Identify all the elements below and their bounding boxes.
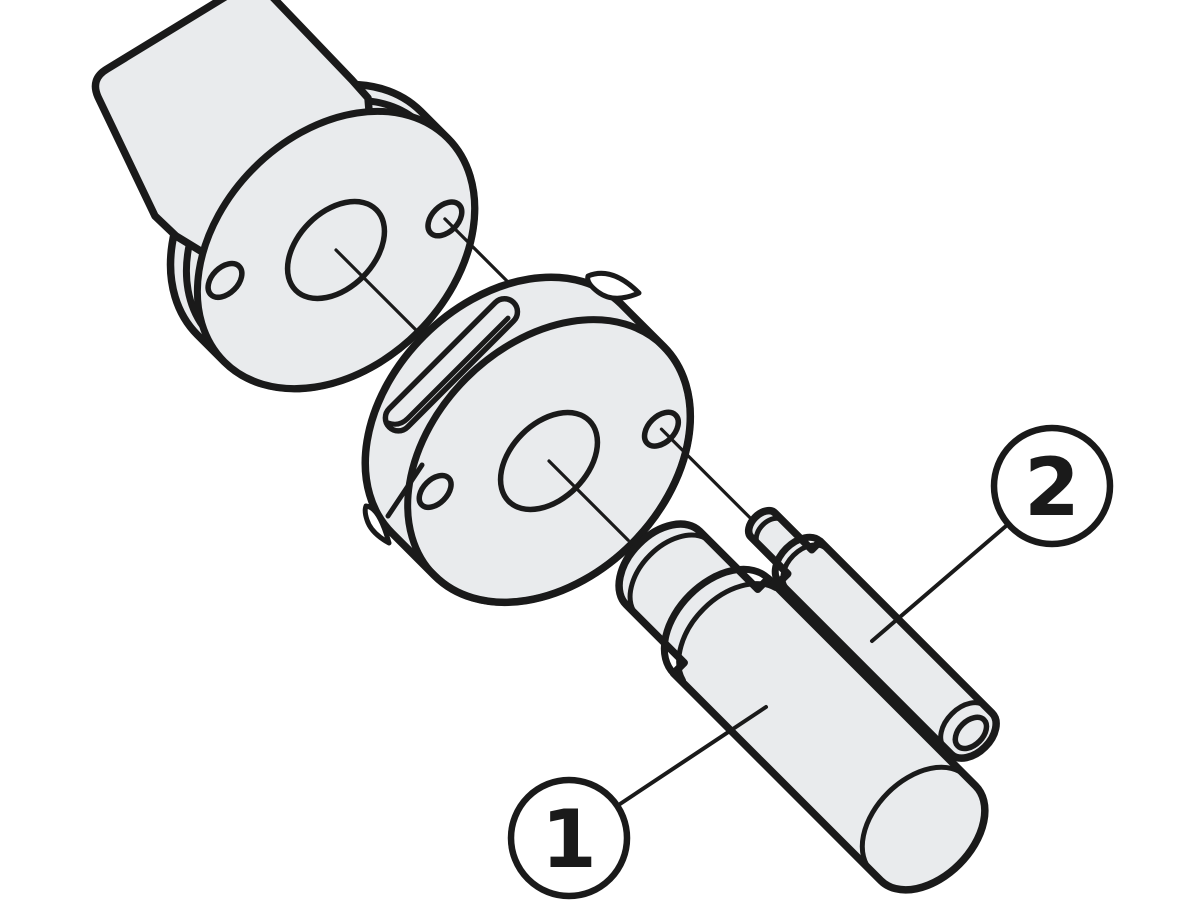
large-pin-nose-chamfer bbox=[627, 532, 708, 613]
disc-rim-notch-left bbox=[362, 503, 392, 546]
centerline-disc-to-pin1 bbox=[547, 459, 630, 542]
sleeve-pin-nose-chamfer bbox=[753, 515, 782, 544]
sleeve-pin-body bbox=[744, 506, 1000, 762]
disc-rim-notch-line bbox=[385, 462, 425, 519]
callout-2-leader-line bbox=[870, 524, 1008, 643]
callout-1-leader-line bbox=[618, 705, 768, 806]
hub-bolt-hole-lower bbox=[205, 260, 245, 301]
pin-centerline-disc-to-pin2 bbox=[659, 427, 765, 532]
callout-1: 1 bbox=[507, 705, 768, 900]
large-pin-step-chamfer bbox=[676, 581, 778, 683]
sleeve-pin-step-edge bbox=[771, 533, 824, 586]
sleeve-pin-small bbox=[744, 506, 1000, 762]
large-pin-step-edge bbox=[660, 565, 772, 677]
callout-1-label: 1 bbox=[541, 793, 597, 886]
callout-1-balloon bbox=[507, 776, 631, 900]
sleeve-pin-step-chamfer bbox=[780, 542, 830, 592]
large-pin-end-chamfer bbox=[859, 764, 969, 874]
disc-bolt-hole-left bbox=[416, 472, 454, 511]
disc-keyway-slot-depth-line bbox=[385, 315, 511, 427]
large-pin-body bbox=[615, 520, 989, 894]
disc-rim-notch-top bbox=[585, 270, 642, 301]
callout-2-label: 2 bbox=[1024, 441, 1080, 534]
sleeve-pin-end-chamfer bbox=[938, 700, 989, 751]
stepped-pin-large bbox=[615, 520, 989, 894]
disc-keyway-slot bbox=[382, 296, 521, 434]
callout-2: 2 bbox=[870, 424, 1114, 643]
callout-2-balloon bbox=[990, 424, 1114, 548]
flanged-hub bbox=[91, 0, 525, 393]
